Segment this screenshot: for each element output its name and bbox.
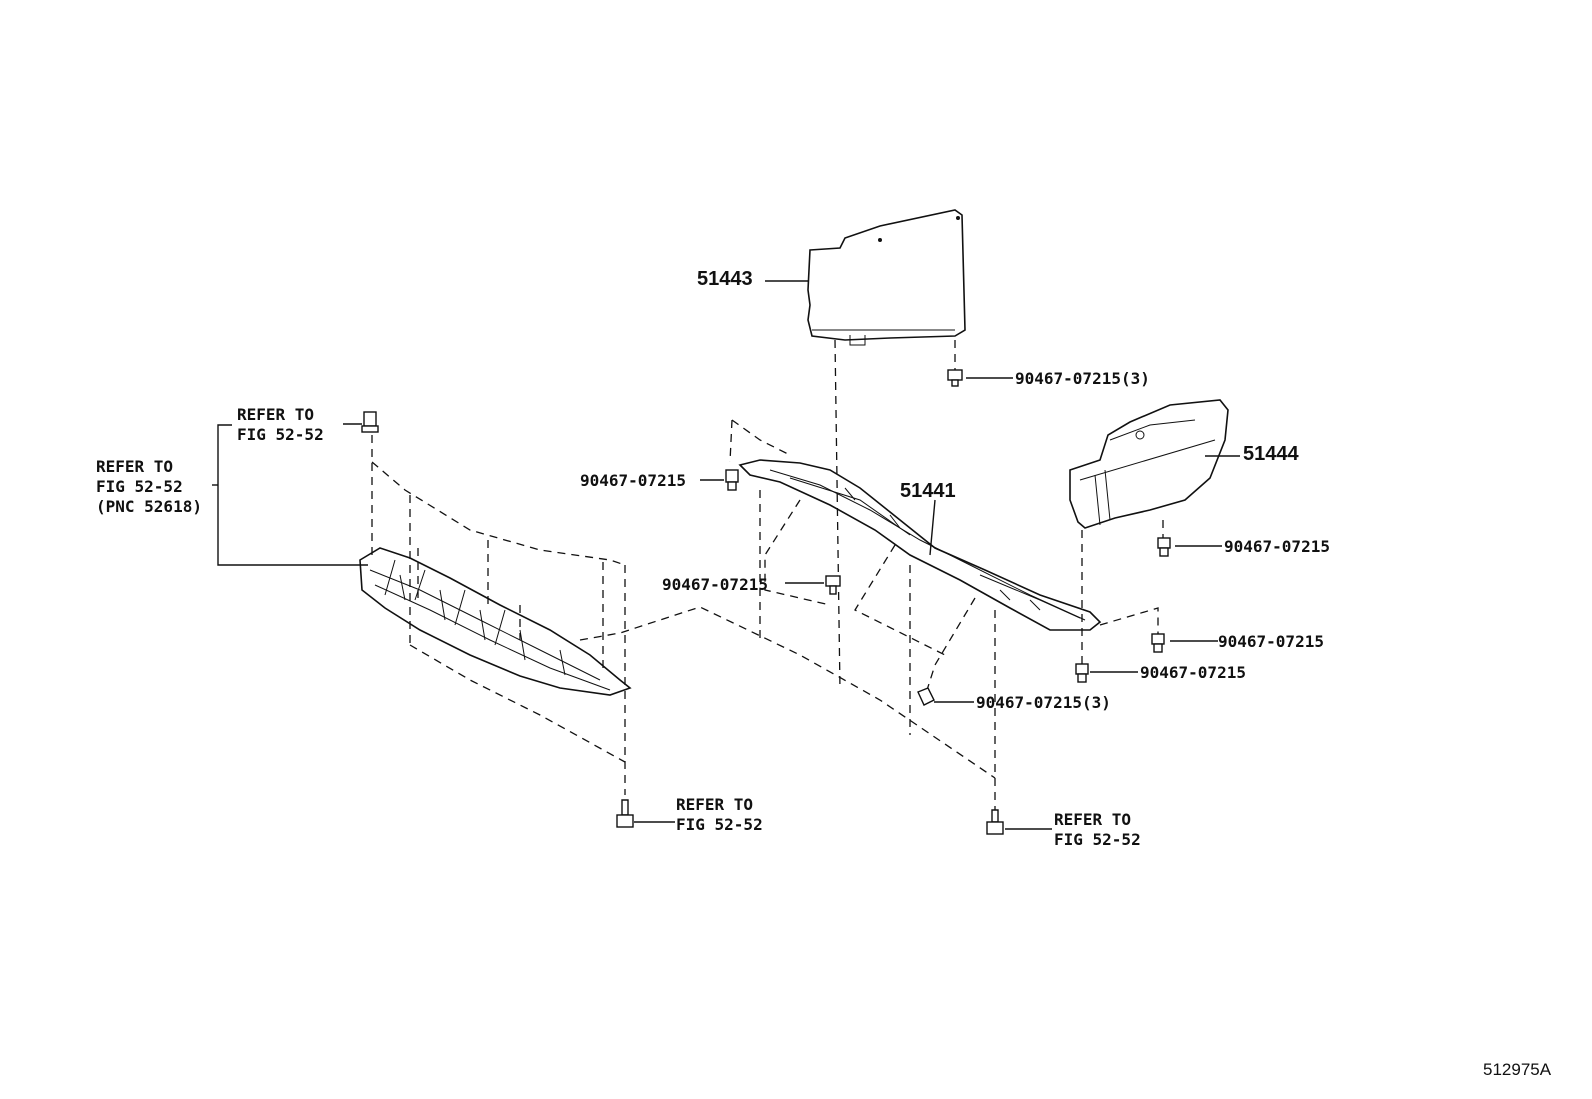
refer-left-line3[interactable]: (PNC 52618) [96, 497, 202, 516]
fastener-label-right-low[interactable]: 90467-07215 [1140, 663, 1246, 682]
clip-icon-bottom3[interactable] [917, 687, 935, 706]
leader-lines [212, 280, 1240, 830]
refer-bottom-left-line2[interactable]: FIG 52-52 [676, 815, 763, 834]
refer-left-line1: REFER TO [96, 457, 174, 476]
clip-icon-right-upper[interactable] [1157, 537, 1171, 557]
part-number-51443[interactable]: 51443 [697, 268, 753, 290]
bolt-icon-bottom-left[interactable] [616, 799, 634, 828]
fastener-label-left[interactable]: 90467-07215 [580, 471, 686, 490]
refer-top-line1: REFER TO [237, 405, 315, 424]
fastener-label-top3[interactable]: 90467-07215(3) [1015, 369, 1150, 388]
clip-icon-center[interactable] [825, 575, 841, 595]
refer-left-line2[interactable]: FIG 52-52 [96, 477, 183, 496]
part-51444-shape[interactable] [1069, 399, 1229, 529]
refer-bottom-right-line1: REFER TO [1054, 810, 1132, 829]
part-51443-shape[interactable] [807, 209, 966, 346]
clip-icon-top3[interactable] [947, 369, 963, 387]
refer-bottom-right-line2[interactable]: FIG 52-52 [1054, 830, 1141, 849]
refer-bottom-left-line1: REFER TO [676, 795, 754, 814]
dashed-assembly-lines [371, 339, 1164, 815]
left-cover-shape[interactable] [359, 547, 632, 696]
clip-icon-right-mid[interactable] [1151, 633, 1165, 653]
fastener-label-right-upper[interactable]: 90467-07215 [1224, 537, 1330, 556]
figure-id: 512975A [1483, 1060, 1552, 1079]
fastener-label-right-mid[interactable]: 90467-07215 [1218, 632, 1324, 651]
clip-icon-top-left-ref[interactable] [361, 411, 379, 433]
clip-icon-left[interactable] [725, 469, 739, 491]
part-number-51444[interactable]: 51444 [1243, 443, 1299, 465]
refer-top-line2[interactable]: FIG 52-52 [237, 425, 324, 444]
fastener-label-bottom3[interactable]: 90467-07215(3) [976, 693, 1111, 712]
clip-icon-right-low[interactable] [1075, 663, 1089, 683]
part-51441-shape[interactable] [738, 459, 1102, 631]
fastener-label-center[interactable]: 90467-07215 [662, 575, 768, 594]
bolt-icon-bottom-right[interactable] [986, 809, 1004, 835]
part-number-51441[interactable]: 51441 [900, 480, 956, 502]
